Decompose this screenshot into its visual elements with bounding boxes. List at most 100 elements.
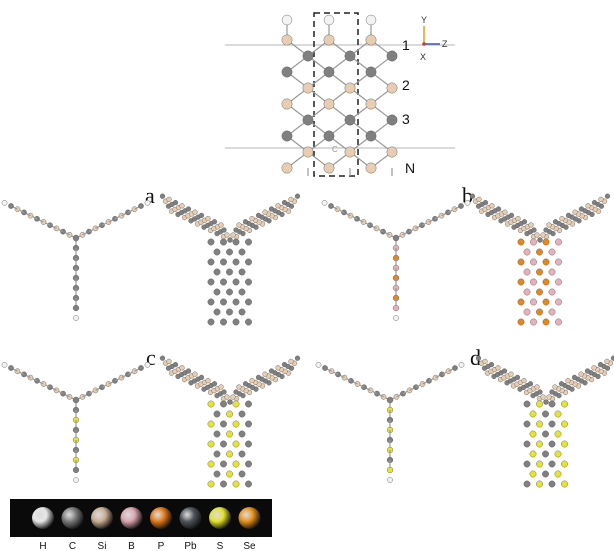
atom-si (585, 203, 591, 209)
atom-si (495, 365, 501, 371)
atom-c (255, 374, 262, 381)
atom-c (548, 400, 556, 408)
atom-p (517, 298, 525, 306)
atom-c (238, 308, 246, 316)
atom-c (238, 268, 246, 276)
uc-atom-si (323, 98, 335, 110)
legend-label-p: P (158, 541, 165, 551)
atom-h (73, 477, 79, 483)
atom-c (549, 389, 555, 395)
atom-c (268, 368, 275, 374)
atom-c (543, 227, 549, 233)
atom-s (554, 470, 562, 478)
uc-atom-c (344, 50, 356, 62)
atom-c (220, 258, 227, 266)
legend-swatch-se (238, 507, 261, 529)
atom-c (172, 200, 179, 206)
atom-c (527, 381, 534, 387)
atom-c (523, 420, 531, 428)
atom-c (571, 374, 578, 381)
atom-p (536, 248, 543, 256)
atom-si (218, 222, 224, 228)
atom-si (591, 365, 597, 371)
uc-atom-c (344, 114, 356, 126)
uc-atom-c (365, 66, 377, 78)
uc-atom-si (281, 98, 293, 110)
atom-c (198, 374, 205, 381)
atom-c (523, 400, 531, 408)
atom-si (262, 209, 268, 215)
legend-label-si: Si (98, 541, 107, 551)
uc-atom-si (323, 162, 335, 174)
atom-p (542, 298, 550, 306)
atom-c (328, 203, 334, 209)
atom-c (232, 278, 240, 286)
atom-s (561, 480, 568, 488)
atom-si (179, 365, 185, 371)
atom-si (508, 371, 514, 377)
atom-si (598, 196, 604, 203)
uc-atom-c (281, 130, 293, 142)
atom-c (220, 400, 227, 408)
atom-si (192, 209, 198, 215)
atom-c (537, 389, 543, 395)
atom-p (517, 238, 525, 246)
atom-p (542, 258, 550, 266)
atom-c (138, 365, 144, 371)
atom-si (521, 378, 527, 384)
atom-s (207, 400, 215, 408)
atom-c (227, 237, 233, 243)
atom-si (218, 384, 224, 390)
atom-c (172, 362, 179, 368)
atom-si (546, 394, 552, 400)
atom-c (488, 362, 495, 368)
atom-si (249, 216, 255, 222)
atom-c (238, 470, 246, 478)
atom-c (565, 212, 572, 219)
atom-h-top (281, 14, 293, 26)
legend-swatch-h (32, 507, 54, 529)
panel-label-a: a (145, 183, 155, 208)
uc-atom-c (302, 50, 314, 62)
atom-c (226, 268, 233, 276)
atom-c (159, 355, 166, 361)
uc-atom-c (323, 66, 335, 78)
legend-label-s: S (217, 541, 224, 551)
atom-h (73, 315, 79, 321)
atom-c (238, 410, 246, 418)
atom-c (198, 212, 205, 219)
atom-c (232, 258, 240, 266)
atom-b (555, 318, 562, 326)
atom-si (515, 216, 521, 222)
atom-h (1, 199, 8, 206)
atom-c (495, 206, 502, 212)
atom-c (386, 396, 394, 404)
row-label-2: 2 (402, 77, 410, 93)
atom-s (561, 440, 568, 448)
atom-c (392, 234, 400, 242)
atom-s (226, 410, 233, 418)
atom-b (530, 278, 537, 286)
atom-s (232, 420, 240, 428)
atom-b (523, 288, 531, 296)
atom-c (255, 212, 262, 219)
atom-c (213, 308, 221, 316)
atom-si (166, 358, 172, 365)
atom-si (534, 232, 540, 238)
atom-si (559, 216, 565, 222)
atom-c (207, 238, 215, 246)
atom-c (238, 450, 246, 458)
atom-c (220, 460, 227, 468)
atom-si (565, 378, 571, 384)
atom-p (517, 278, 525, 286)
atom-c (221, 227, 227, 233)
legend-swatch-c (61, 507, 84, 529)
atom-b (530, 238, 537, 246)
top-view (159, 193, 301, 326)
atom-p (536, 268, 543, 276)
atom-h (144, 199, 151, 206)
atom-c (226, 308, 233, 316)
atom-si (192, 371, 198, 377)
atom-c (543, 399, 549, 405)
atom-s (232, 440, 240, 448)
